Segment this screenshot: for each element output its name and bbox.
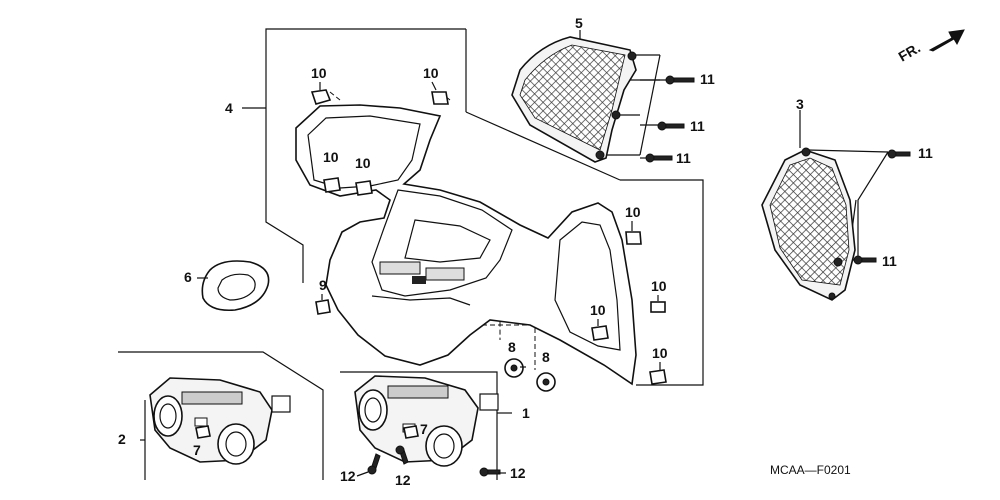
callout-11-c: 11 xyxy=(676,150,691,166)
clip-part-9 xyxy=(315,299,331,315)
callout-3: 3 xyxy=(796,96,804,112)
diagram-code: MCAA—F0201 xyxy=(770,463,851,477)
callout-12-c: 12 xyxy=(510,465,526,481)
callout-10-d: 10 xyxy=(355,155,371,171)
switch-assembly-part-1 xyxy=(354,375,499,467)
meter-visor-part-5 xyxy=(511,36,637,163)
callout-12-a: 12 xyxy=(340,468,356,484)
callout-12-b: 12 xyxy=(395,472,411,488)
callout-1: 1 xyxy=(522,405,530,421)
callout-10-a: 10 xyxy=(311,65,327,81)
clips-part-10 xyxy=(310,89,667,385)
screws-part-12 xyxy=(367,445,501,477)
front-label: FR. xyxy=(896,39,924,64)
callout-11-d: 11 xyxy=(918,145,933,161)
callout-10-h: 10 xyxy=(652,345,668,361)
clips-part-7 xyxy=(195,425,419,439)
callout-11-b: 11 xyxy=(690,118,705,134)
front-direction-indicator: FR. xyxy=(896,29,965,65)
callout-8-right: 8 xyxy=(542,349,550,365)
callout-10-b: 10 xyxy=(423,65,439,81)
callout-10-g: 10 xyxy=(590,302,606,318)
callout-leader-ticks xyxy=(197,81,661,477)
callout-10-c: 10 xyxy=(323,149,339,165)
meter-visor-part-3 xyxy=(761,147,856,301)
front-arrow-icon xyxy=(928,29,965,52)
callout-11-a: 11 xyxy=(700,71,715,87)
nuts-part-8 xyxy=(504,358,556,392)
callout-4: 4 xyxy=(225,100,233,116)
callout-7-right: 7 xyxy=(420,421,428,437)
center-panel-part-4 xyxy=(295,104,637,386)
callout-11-e: 11 xyxy=(882,253,897,269)
callout-labels: 1 2 3 4 5 6 7 7 8 8 9 10 10 10 10 10 10 … xyxy=(118,15,933,488)
screws-part-11 xyxy=(645,75,911,265)
callout-6: 6 xyxy=(184,269,192,285)
callout-9: 9 xyxy=(319,277,327,293)
callout-2: 2 xyxy=(118,431,126,447)
switch-assembly-part-2 xyxy=(149,377,291,465)
callout-10-e: 10 xyxy=(625,204,641,220)
callout-8-left: 8 xyxy=(508,339,516,355)
ring-part-6 xyxy=(201,260,270,312)
callout-10-f: 10 xyxy=(651,278,667,294)
callout-5: 5 xyxy=(575,15,583,31)
callout-7-left: 7 xyxy=(193,442,201,458)
